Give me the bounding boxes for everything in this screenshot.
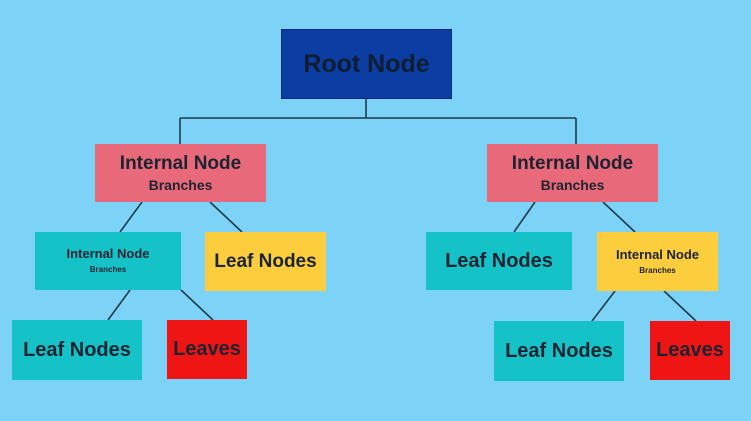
- leaf-node-left-grandchild-label: Leaf Nodes: [23, 338, 131, 361]
- connector-left-sub-to-leaves: [180, 289, 214, 321]
- connector-left-to-leaf: [209, 201, 243, 233]
- leaf-node-left-label: Leaf Nodes: [214, 250, 317, 272]
- internal-node-left-sublabel: Branches: [148, 177, 213, 194]
- internal-node-left-sub: Internal Node Branches: [35, 232, 181, 290]
- internal-node-left-sub-label: Internal Node: [66, 246, 150, 262]
- internal-node-right-sublabel: Branches: [540, 177, 605, 194]
- internal-node-right-sub-sublabel: Branches: [639, 265, 676, 275]
- internal-node-left: Internal Node Branches: [95, 144, 266, 202]
- connector-right-sub-to-leaf: [591, 290, 616, 322]
- leaves-right-label: Leaves: [656, 339, 724, 361]
- connector-right-to-internal: [602, 201, 636, 233]
- connector-right-sub-to-leaves: [663, 290, 697, 322]
- leaf-node-right-label: Leaf Nodes: [445, 249, 553, 272]
- leaf-node-right-grandchild-label: Leaf Nodes: [505, 339, 613, 362]
- root-node-label: Root Node: [303, 49, 430, 78]
- leaf-node-right: Leaf Nodes: [426, 232, 572, 290]
- internal-node-right-sub: Internal Node Branches: [597, 232, 718, 291]
- leaf-node-left: Leaf Nodes: [205, 232, 326, 291]
- leaves-right: Leaves: [650, 321, 730, 380]
- leaf-node-right-grandchild: Leaf Nodes: [494, 321, 624, 381]
- connector-left-to-internal: [119, 201, 143, 233]
- leaves-left-label: Leaves: [173, 338, 241, 360]
- leaf-node-left-grandchild: Leaf Nodes: [12, 320, 142, 380]
- internal-node-right-label: Internal Node: [511, 152, 634, 174]
- connector-right-to-leaf: [513, 201, 536, 233]
- connector-left-sub-to-leaf: [107, 289, 131, 321]
- internal-node-left-label: Internal Node: [119, 152, 242, 174]
- internal-node-left-sub-sublabel: Branches: [89, 265, 127, 275]
- leaves-left: Leaves: [167, 320, 247, 379]
- internal-node-right: Internal Node Branches: [487, 144, 658, 202]
- internal-node-right-sub-label: Internal Node: [615, 246, 700, 262]
- root-node: Root Node: [281, 29, 452, 99]
